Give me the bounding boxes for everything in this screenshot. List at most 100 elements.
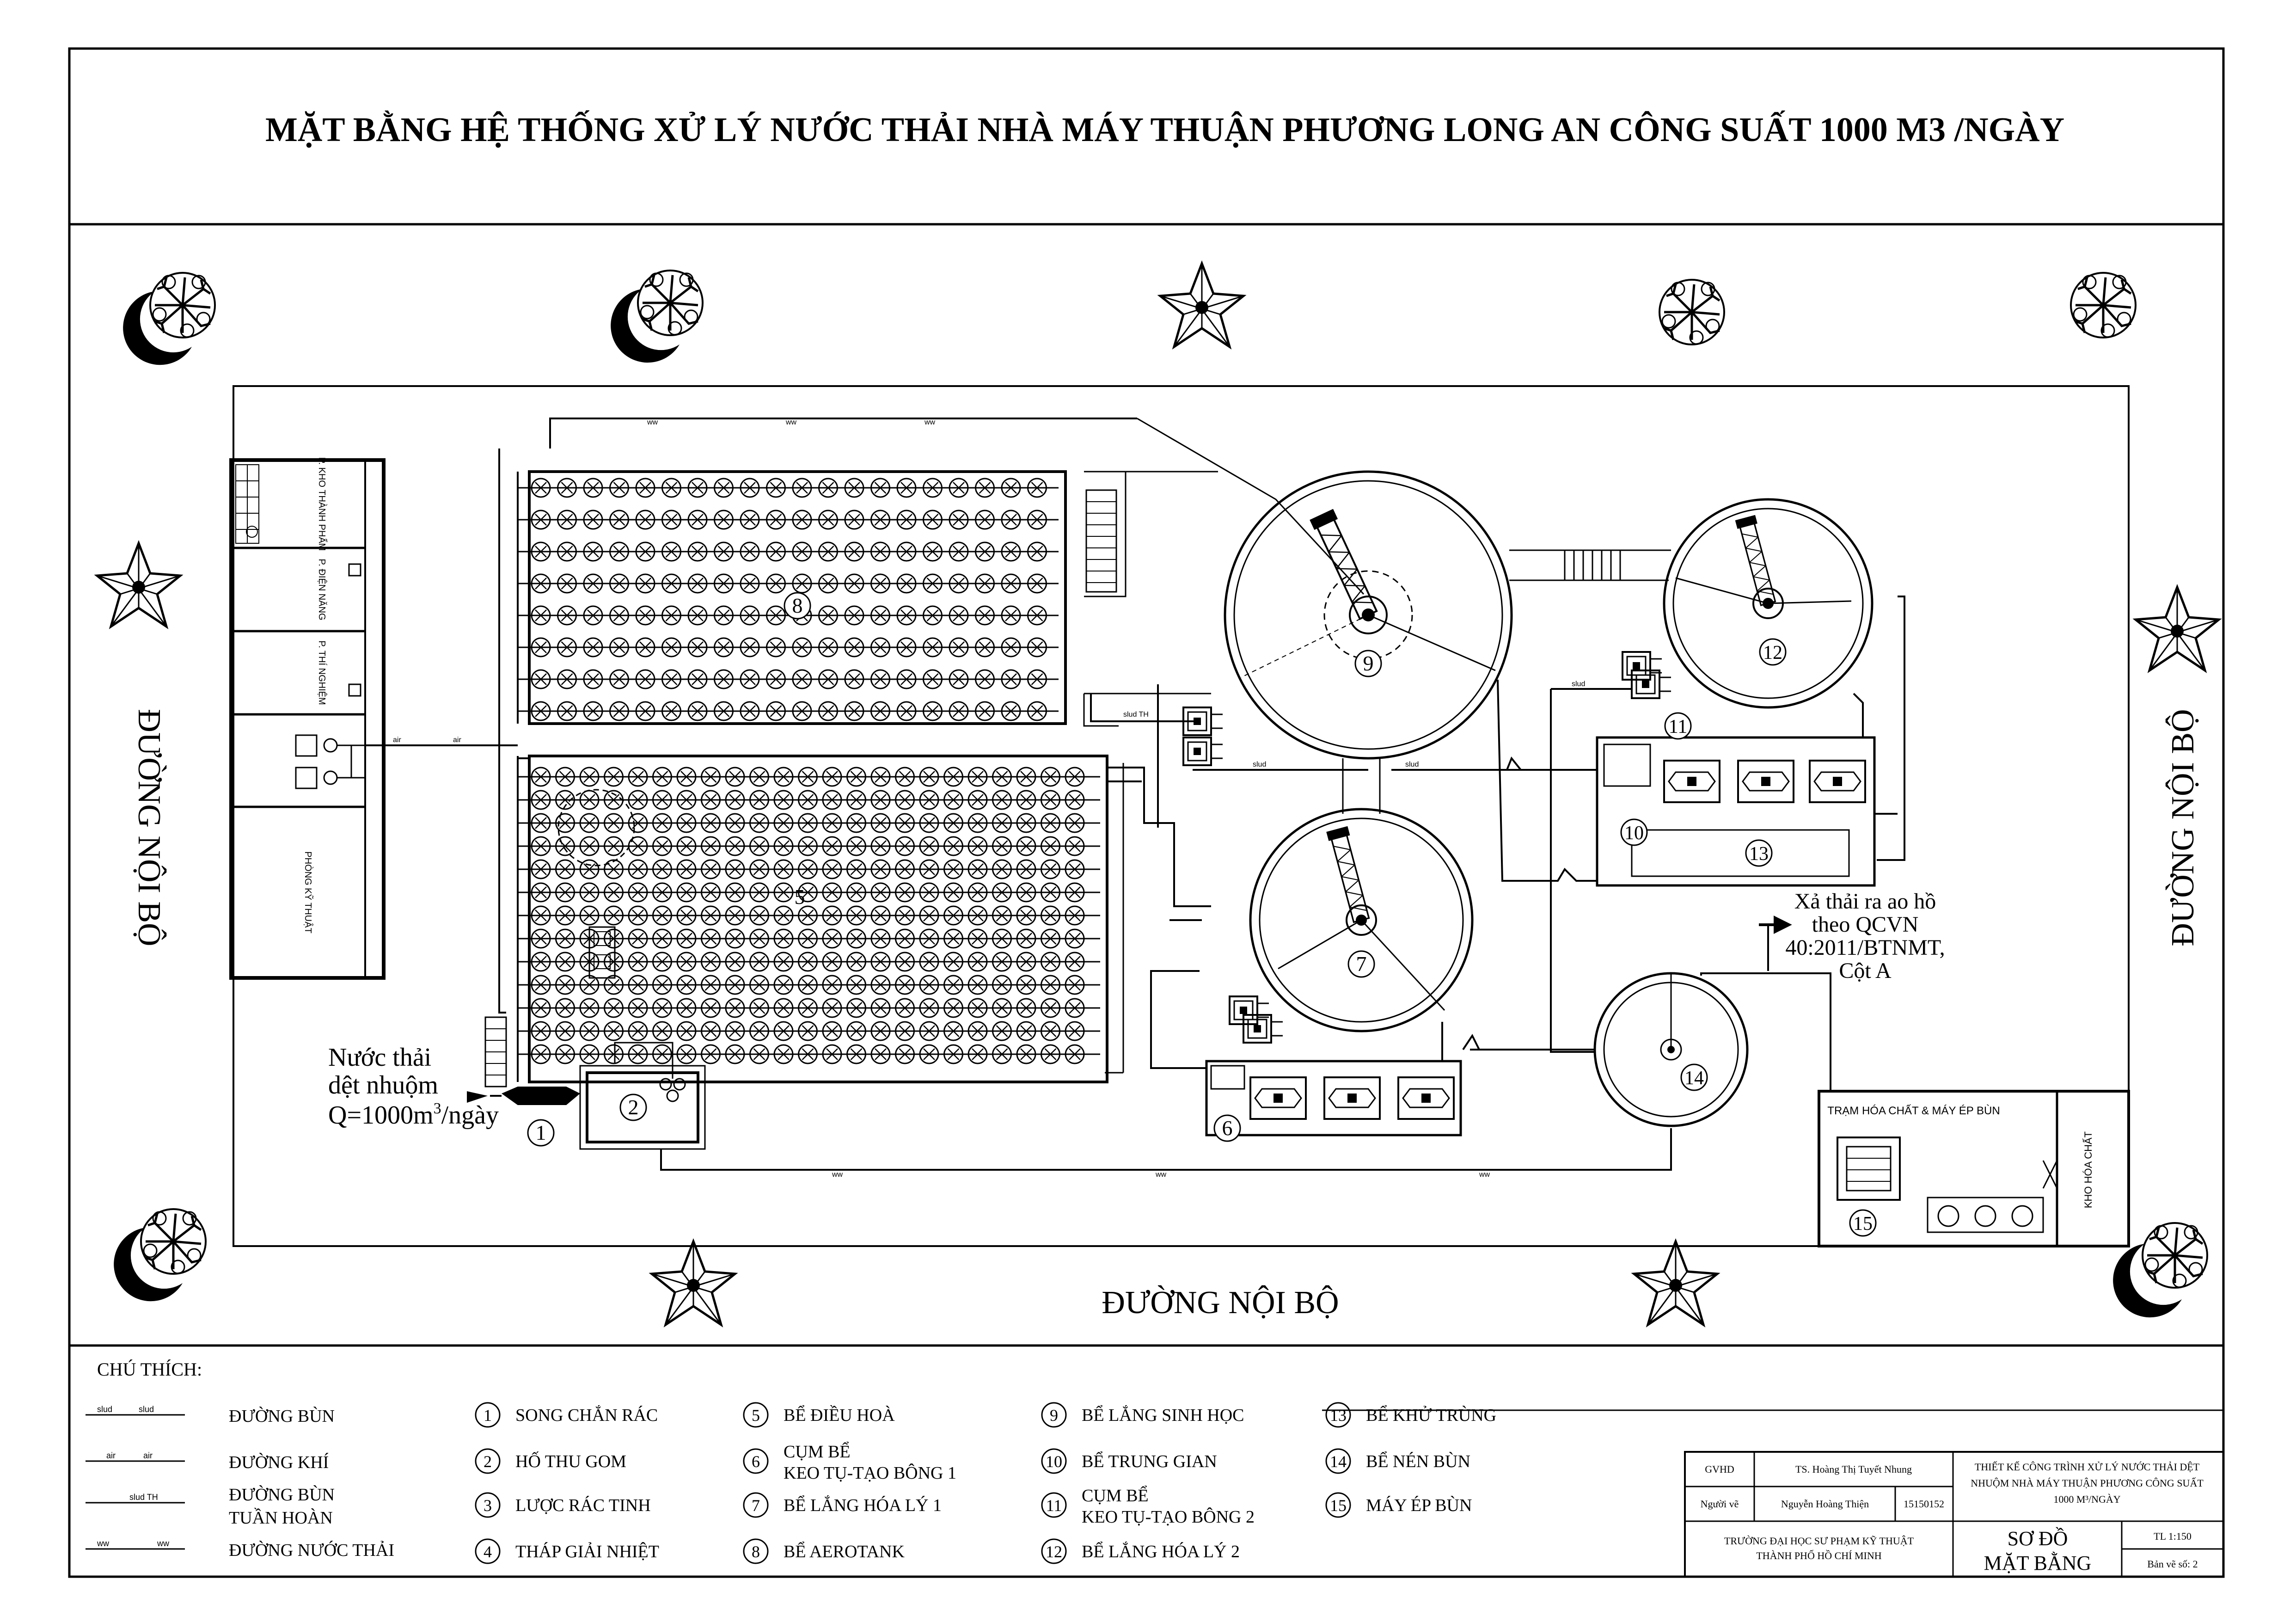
legend-item-label: BỂ LẮNG HÓA LÝ 1 [784,1495,942,1515]
chemical-station-15: TRẠM HÓA CHẤT & MÁY ÉP BÙN KHO HÓA CHẤT … [1818,1090,2130,1247]
legend-item-number: 12 [1046,1542,1062,1561]
legend-item-number: 2 [484,1452,492,1471]
legend-item-number: 7 [752,1496,760,1515]
influent-line1: Nước thải [328,1043,431,1072]
discharge-line1: Xả thải ra ao hồ [1794,889,1936,914]
legend-item-number: 11 [1046,1496,1062,1515]
legend: CHÚ THÍCH: slud slud ĐƯỜNG BÙN air air Đ… [86,1359,2223,1564]
legend-heading: CHÚ THÍCH: [97,1359,202,1380]
legend-item-number: 6 [752,1452,760,1471]
site-boundary [233,385,2130,1247]
legend-item-label: BỂ LẮNG HÓA LÝ 2 [1082,1542,1240,1561]
tank-number: 10 [1624,823,1644,844]
legend-line-air: air air ĐƯỜNG KHÍ [86,1451,329,1472]
scale: TL 1:150 [2154,1530,2192,1542]
room-label: P. KHO THÀNH PHẨM [317,457,327,551]
room-label: P. THÍ NGHIỆM [317,640,327,705]
drawing-name-line1: SƠ ĐỒ [2008,1527,2068,1550]
svg-text:ĐƯỜNG BÙN: ĐƯỜNG BÙN [229,1407,335,1426]
legend-item-number: 3 [484,1496,492,1515]
legend-item-label: CỤM BỂ [784,1442,851,1462]
svg-text:air: air [393,736,401,744]
clarifier-9: 9 [1224,470,1513,760]
legend-item: 7 BỂ LẮNG HÓA LÝ 1 [743,1492,942,1518]
school-line1: TRƯỜNG ĐẠI HỌC SƯ PHẠM KỸ THUẬT [1724,1535,1914,1547]
screen-and-sump: 2 1 [467,1042,706,1150]
legend-item-label: SONG CHẮN RÁC [515,1405,658,1425]
svg-text:ww: ww [785,418,797,426]
legend-item-number: 8 [752,1542,760,1561]
project-line2: NHUỘM NHÀ MÁY THUẬN PHƯƠNG CÔNG SUẤT [1971,1477,2204,1489]
legend-item-number: 4 [484,1542,492,1561]
gvhd-name: TS. Hoàng Thị Tuyết Nhung [1795,1463,1912,1475]
clarifier-12: 12 [1663,498,1874,709]
storage-label: KHO HÓA CHẤT [2082,1131,2094,1208]
tank-number: 7 [1356,952,1367,976]
tank-number: 2 [628,1095,639,1119]
svg-text:ĐƯỜNG NƯỚC THẢI: ĐƯỜNG NƯỚC THẢI [229,1540,394,1560]
tank-number: 8 [792,594,803,617]
road-label-bottom: ĐƯỜNG NỘI BỘ [1102,1285,1339,1321]
legend-item: 8 BỂ AEROTANK [743,1538,905,1564]
tank-number: 5 [795,885,805,909]
legend-item-label: MÁY ÉP BÙN [1366,1496,1472,1515]
svg-text:ĐƯỜNG KHÍ: ĐƯỜNG KHÍ [229,1453,329,1472]
road-label-left: ĐƯỜNG NỘI BỘ [131,709,167,946]
legend-item: 5 BỂ ĐIỀU HOÀ [743,1402,895,1428]
legend-line-sludge: slud slud ĐƯỜNG BÙN [86,1405,335,1426]
influent-line3: Q=1000m3/ngày [328,1100,499,1130]
legend-item-label: KEO TỤ-TẠO BÔNG 1 [784,1463,956,1483]
influent-line2: dệt nhuộm [328,1071,438,1100]
legend-item-label: BỂ AEROTANK [784,1542,905,1561]
legend-item-label: HỐ THU GOM [515,1451,626,1471]
tank-number: 9 [1363,651,1374,675]
svg-text:TUẦN HOÀN: TUẦN HOÀN [229,1508,333,1528]
author-label: Người vẽ [1701,1498,1739,1510]
svg-text:air: air [106,1451,116,1460]
svg-text:slud: slud [1405,761,1419,768]
sheet-frame [68,47,2225,1578]
legend-item: 2 HỐ THU GOM [475,1448,626,1474]
legend-item-number: 13 [1330,1406,1347,1425]
legend-item-label: THÁP GIẢI NHIỆT [515,1542,659,1561]
legend-item-number: 9 [1050,1406,1058,1425]
svg-text:slud TH: slud TH [1123,711,1149,719]
legend-item: 4 THÁP GIẢI NHIỆT [475,1538,659,1564]
discharge-line4: Cột A [1839,958,1892,983]
room-label: P. ĐIỆN NĂNG [317,559,327,621]
station-label: TRẠM HÓA CHẤT & MÁY ÉP BÙN [1827,1104,2000,1117]
svg-text:air: air [453,736,461,744]
tank-number: 13 [1749,843,1769,865]
svg-text:ww: ww [924,418,936,426]
legend-item-label: BỂ LẮNG SINH HỌC [1082,1405,1244,1425]
legend-item-label: KEO TỤ-TẠO BÔNG 2 [1082,1507,1255,1527]
svg-text:ww: ww [832,1171,843,1179]
legend-item-label: LƯỢC RÁC TINH [515,1496,651,1515]
gvhd-label: GVHD [1705,1463,1734,1475]
discharge-line3: 40:2011/BTNMT, [1785,935,1945,960]
legend-item-label: BỂ ĐIỀU HOÀ [784,1405,895,1425]
legend-item-number: 10 [1046,1452,1062,1471]
drawing-title: MẶT BẰNG HỆ THỐNG XỬ LÝ NƯỚC THẢI NHÀ MÁ… [265,110,2064,149]
legend-item: 1 SONG CHẮN RÁC [475,1402,658,1428]
svg-text:ĐƯỜNG BÙN: ĐƯỜNG BÙN [229,1485,335,1505]
legend-item: 3 LƯỢC RÁC TINH [475,1492,651,1518]
pipe-network [365,418,1905,1171]
legend-item-number: 1 [484,1406,492,1425]
operation-building: P. KHO THÀNH PHẨM P. ĐIỆN NĂNG P. THÍ NG… [229,457,386,980]
flocculation-11: 11 10 13 [1596,712,1876,887]
discharge-line2: theo QCVN [1812,912,1919,937]
legend-item: 9 BỂ LẮNG SINH HỌC [1041,1402,1244,1428]
legend-item-number: 5 [752,1406,760,1425]
legend-line-return-sludge: slud TH ĐƯỜNG BÙN TUẦN HOÀN [86,1485,335,1528]
school-line2: THÀNH PHỐ HỒ CHÍ MINH [1756,1550,1881,1561]
svg-text:ww: ww [157,1539,170,1548]
author-name: Nguyễn Hoàng Thiện [1781,1498,1869,1510]
tank-number: 1 [536,1121,546,1144]
drawing-name-line2: MẶT BẰNG [1984,1551,2092,1574]
